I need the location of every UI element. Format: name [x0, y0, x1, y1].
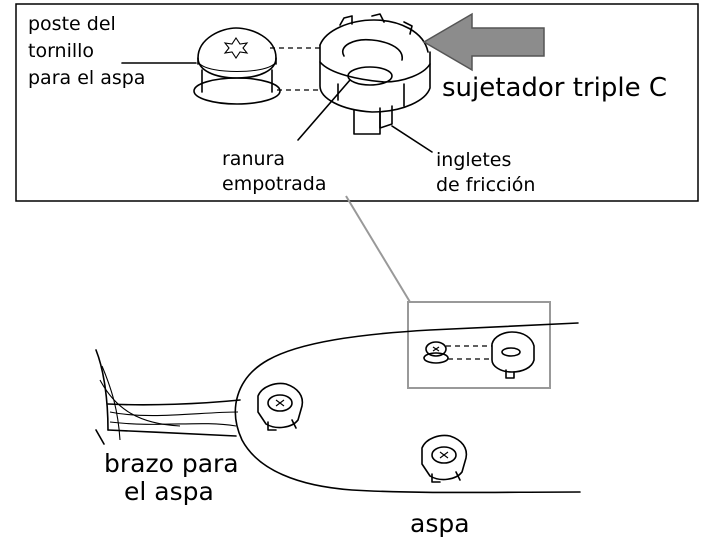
screw-post-label-line-3: para el aspa: [28, 67, 145, 89]
screw-post-icon: [193, 27, 281, 105]
detail-inset-frame: [15, 3, 699, 202]
leader-miters: [391, 125, 433, 153]
leader-groove: [297, 79, 351, 141]
small-screw-post-icon: [423, 341, 449, 364]
recessed-groove-label: ranura empotrada: [222, 148, 327, 195]
triple-c-clip-label: sujetador triple C: [442, 73, 667, 103]
triple-c-clip-icon: [319, 13, 431, 135]
screw-post-label-line-1: poste del: [28, 13, 116, 35]
blade-clip-right-icon: [421, 434, 468, 483]
recessed-groove-label-line-1: ranura: [222, 148, 285, 170]
recessed-groove-label-line-2: empotrada: [222, 173, 327, 195]
small-triple-c-clip-icon: [491, 331, 535, 379]
blade-label: aspa: [410, 509, 470, 538]
screw-post-label: poste del tornillo para el aspa: [28, 13, 145, 89]
friction-miters-label-line-2: de fricción: [436, 174, 535, 196]
blade-arm-label-line-2: el aspa: [124, 477, 214, 506]
blade-arm-label-line-1: brazo para: [104, 449, 239, 478]
blade-outline: [234, 322, 581, 494]
screw-post-label-line-2: tornillo: [28, 40, 94, 62]
friction-miters-label: ingletes de fricción: [436, 149, 535, 196]
arrow-icon: [422, 12, 545, 72]
blade-arm: [95, 349, 241, 445]
callout-connector: [345, 195, 411, 303]
blade-arm-label: brazo para el aspa: [104, 449, 247, 506]
callout-frame: [407, 301, 551, 389]
friction-miters-label-line-1: ingletes: [436, 149, 511, 171]
blade-clip-left-icon: [257, 382, 304, 431]
